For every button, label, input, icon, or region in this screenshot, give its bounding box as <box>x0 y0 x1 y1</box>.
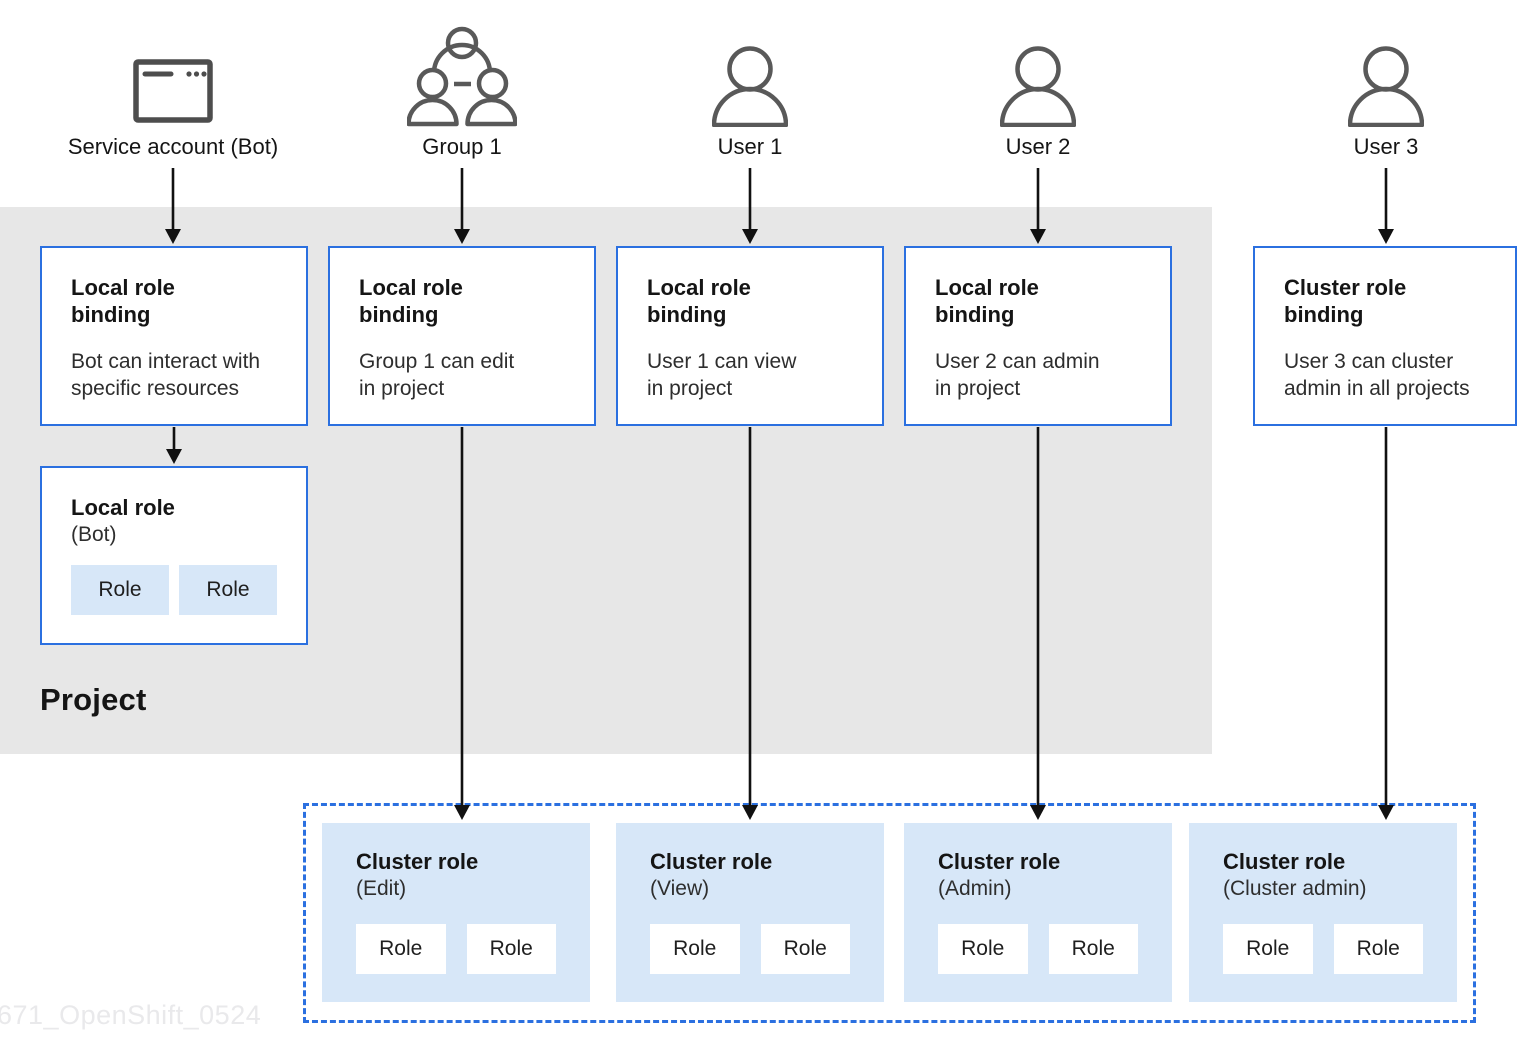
role-chip-row: Role Role <box>71 564 277 615</box>
binding-description: User 3 can cluster admin in all projects <box>1284 349 1470 400</box>
group-icon <box>407 26 517 127</box>
actor-label-service-account: Service account (Bot) <box>67 134 279 159</box>
role-chip: Role <box>1048 923 1138 974</box>
cluster-role-box-cluster-admin: Cluster role (Cluster admin) Role Role <box>1189 823 1457 1002</box>
user-icon <box>1348 46 1424 127</box>
local-role-subtitle: (Bot) <box>71 522 117 546</box>
cluster-role-subtitle: (View) <box>650 876 710 900</box>
binding-description: Bot can interact with specific resources <box>71 349 261 400</box>
cluster-role-title: Cluster role <box>650 849 773 874</box>
cluster-role-subtitle: (Admin) <box>938 876 1012 900</box>
cluster-role-box-view: Cluster role (View) Role Role <box>616 823 884 1002</box>
role-chip: Role <box>938 923 1028 974</box>
binding-description: Group 1 can edit in project <box>359 349 515 400</box>
actor-label-user-3: User 3 <box>1353 134 1419 159</box>
cluster-role-box-admin: Cluster role (Admin) Role Role <box>904 823 1172 1002</box>
local-role-box-bot: Local role (Bot) Role Role <box>40 466 308 645</box>
local-role-binding-box-group-1: Local role binding Group 1 can edit in p… <box>328 246 596 426</box>
cluster-roles-group <box>303 803 1476 1023</box>
role-chip: Role <box>760 923 850 974</box>
role-chip: Role <box>71 564 169 615</box>
cluster-role-subtitle: (Edit) <box>356 876 407 900</box>
role-chip-row: Role Role <box>356 923 556 974</box>
cluster-role-binding-box-user-3: Cluster role binding User 3 can cluster … <box>1253 246 1517 426</box>
role-chip-row: Role Role <box>938 923 1138 974</box>
cluster-role-title: Cluster role <box>356 849 479 874</box>
actor-label-group-1: Group 1 <box>422 134 502 159</box>
binding-title: Local role binding <box>71 275 175 327</box>
watermark: 671_OpenShift_0524 <box>0 1000 262 1030</box>
binding-title: Cluster role binding <box>1284 275 1407 327</box>
cluster-role-title: Cluster role <box>1223 849 1346 874</box>
cluster-role-title: Cluster role <box>938 849 1061 874</box>
role-chip: Role <box>1223 923 1313 974</box>
cluster-role-subtitle: (Cluster admin) <box>1223 876 1367 900</box>
arrow-user-3-to-binding <box>1378 168 1394 244</box>
local-role-binding-box-user-2: Local role binding User 2 can admin in p… <box>904 246 1172 426</box>
local-role-title: Local role <box>71 495 175 520</box>
project-label: Project <box>40 682 147 717</box>
role-chip: Role <box>650 923 740 974</box>
role-chip-row: Role Role <box>1223 923 1423 974</box>
role-chip-row: Role Role <box>650 923 850 974</box>
role-chip: Role <box>466 923 556 974</box>
binding-title: Local role binding <box>359 275 463 327</box>
role-chip: Role <box>356 923 446 974</box>
binding-title: Local role binding <box>935 275 1039 327</box>
role-chip: Role <box>179 564 277 615</box>
role-chip: Role <box>1333 923 1423 974</box>
user-icon <box>1000 46 1076 127</box>
actor-label-user-1: User 1 <box>717 134 783 159</box>
service-account-icon <box>133 59 213 123</box>
local-role-binding-box-bot: Local role binding Bot can interact with… <box>40 246 308 426</box>
binding-description: User 1 can view in project <box>647 349 797 400</box>
local-role-binding-box-user-1: Local role binding User 1 can view in pr… <box>616 246 884 426</box>
actor-label-user-2: User 2 <box>1005 134 1071 159</box>
binding-description: User 2 can admin in project <box>935 349 1100 400</box>
cluster-role-box-edit: Cluster role (Edit) Role Role <box>322 823 590 1002</box>
user-icon <box>712 46 788 127</box>
binding-title: Local role binding <box>647 275 751 327</box>
arrow-binding-to-cluster-role-cluster-admin <box>1378 427 1394 820</box>
